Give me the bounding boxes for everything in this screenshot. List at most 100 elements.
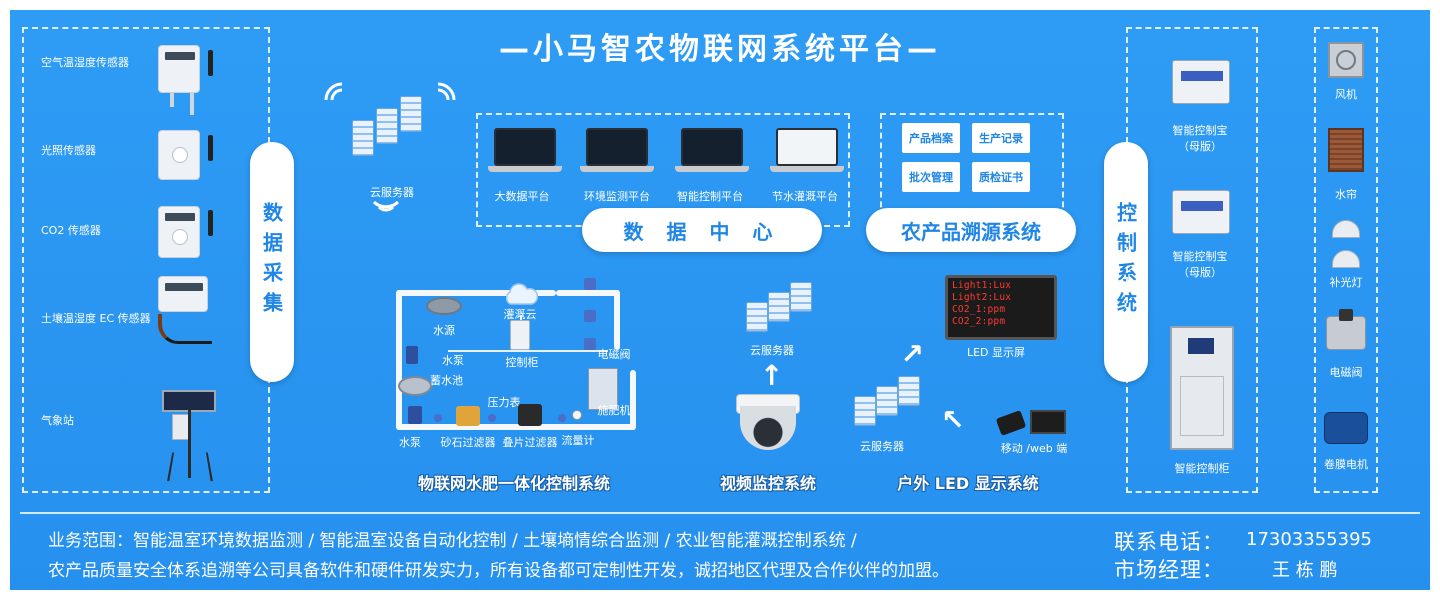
footer-divider <box>20 512 1420 514</box>
gauge-icon <box>488 414 496 422</box>
laptop-icon <box>580 128 654 174</box>
cloud-server-image <box>852 376 922 436</box>
arrow-up-left-icon: ↑ <box>933 399 974 440</box>
cloud-server-label: 云服务器 <box>750 344 794 357</box>
actuator-label: 补光灯 <box>1329 276 1363 289</box>
sensor-label-co2: CO2 传感器 <box>41 224 101 237</box>
dome-camera-image <box>740 406 796 450</box>
pipe <box>396 290 556 296</box>
laptop-icon <box>675 128 749 174</box>
data-center-pill: 数 据 中 心 <box>582 208 822 252</box>
arrow-up-right-icon: ↑ <box>892 333 933 374</box>
soil-probe-cable <box>158 314 212 344</box>
pump-icon <box>406 346 418 364</box>
traceability-tile: 生产记录 <box>972 123 1030 153</box>
irrigation-label: 水泵 <box>442 354 464 367</box>
pipe <box>614 290 620 350</box>
led-line: CO2_2:ppm <box>952 316 1006 327</box>
irrigation-label: 水泵 <box>399 436 421 449</box>
signal-line <box>448 350 608 352</box>
led-line: CO2_1:ppm <box>952 304 1006 315</box>
gauge-icon <box>558 414 566 422</box>
actuator-label: 电磁阀 <box>1329 366 1363 379</box>
diagram-canvas: —小马智农物联网系统平台— 空气温湿度传感器 光照传感器 CO2 传感器 土壤温… <box>10 10 1430 590</box>
disc-filter-image <box>518 404 542 426</box>
soil-sensor-image <box>158 276 208 312</box>
platform-label: 大数据平台 <box>494 190 550 203</box>
control-box-image <box>1172 190 1230 234</box>
film-motor-image <box>1324 412 1368 444</box>
irrigation-label: 控制柜 <box>505 356 539 369</box>
irrigation-label: 蓄水池 <box>430 374 463 387</box>
light-sensor-image <box>158 130 200 180</box>
fan-image <box>1328 42 1364 78</box>
cloud-server-label: 云服务器 <box>860 440 904 453</box>
wet-curtain-image <box>1328 128 1364 172</box>
solenoid-valve-icon <box>584 310 596 322</box>
irrigation-label: 流量计 <box>561 434 595 447</box>
control-device-label: 智能控制柜 <box>1174 462 1230 475</box>
manager-label: 市场经理： <box>1114 558 1224 582</box>
sensor-label-weather: 气象站 <box>41 414 74 427</box>
tripod <box>167 452 213 482</box>
solenoid-valve-image <box>1326 309 1366 350</box>
flowmeter-icon <box>572 410 582 420</box>
video-title: 视频监控系统 <box>719 474 817 493</box>
irrigation-label: 水源 <box>433 324 455 337</box>
wifi-icon <box>437 82 456 101</box>
wifi-icon <box>324 82 343 101</box>
air-sensor-image <box>158 45 200 93</box>
led-line: Light1:Lux <box>952 280 1012 291</box>
monitor-icon <box>1030 410 1066 434</box>
control-device-sub: （母版） <box>1178 140 1222 153</box>
gauge-icon <box>434 414 442 422</box>
control-box-image <box>1172 60 1230 104</box>
arrow-up-icon: ↑ <box>760 359 784 392</box>
solenoid-valve-icon <box>584 278 596 290</box>
irrigation-label: 灌溉云 <box>503 308 537 321</box>
page-title: —小马智农物联网系统平台— <box>499 32 941 67</box>
irrigation-label: 压力表 <box>487 396 521 409</box>
control-system-panel <box>1126 27 1258 493</box>
pipe <box>556 290 620 296</box>
client-label: 移动 /web 端 <box>1000 442 1068 455</box>
cloud-icon <box>505 283 538 305</box>
co2-sensor-image <box>158 206 200 258</box>
laptop-icon <box>770 128 844 174</box>
manager-name: 王 栋 鹏 <box>1272 560 1338 581</box>
traceability-tile: 批次管理 <box>902 162 960 192</box>
footer-business-line1: 业务范围：智能温室环境数据监测 / 智能温室设备自动化控制 / 土壤墒情综合监测… <box>48 531 857 551</box>
footer-business-line2: 农产品质量安全体系追溯等公司具备软件和硬件研发实力，所有设备都可定制性开发，诚招… <box>48 561 949 581</box>
water-source-image <box>426 297 462 315</box>
traceability-tile: 产品档案 <box>902 123 960 153</box>
phone-icon <box>995 410 1027 436</box>
phone-number: 17303355395 <box>1246 529 1372 550</box>
sensor-label-soil: 土壤温湿度 EC 传感器 <box>41 312 151 325</box>
control-device-sub: （母版） <box>1178 266 1222 279</box>
pump-icon <box>408 406 422 424</box>
solenoid-valve-icon <box>584 338 596 350</box>
sensor-label-light: 光照传感器 <box>41 144 96 157</box>
wifi-icon <box>372 200 400 212</box>
control-device-label: 智能控制宝 <box>1172 250 1228 263</box>
fertilizer-machine-image <box>588 368 618 410</box>
control-device-label: 智能控制宝 <box>1172 124 1228 137</box>
irrigation-label: 施肥机 <box>597 404 631 417</box>
control-cabinet-image <box>510 320 530 350</box>
weather-station-pole <box>188 408 191 478</box>
irrigation-label: 电磁阀 <box>597 348 631 361</box>
led-system-title: 户外 LED 显示系统 <box>897 474 1039 493</box>
probe <box>170 93 174 107</box>
antenna-icon <box>208 135 213 161</box>
sand-filter-image <box>456 406 480 426</box>
led-line: Light2:Lux <box>952 292 1012 303</box>
pipe <box>396 424 636 430</box>
laptop-icon <box>488 128 562 174</box>
platform-label: 节水灌溉平台 <box>772 190 838 203</box>
irrigation-label: 砂石过滤器 <box>440 436 496 449</box>
actuator-label: 风机 <box>1335 88 1357 101</box>
actuator-label: 水帘 <box>1335 188 1357 201</box>
actuator-label: 卷膜电机 <box>1324 458 1368 471</box>
antenna-icon <box>208 50 213 76</box>
led-screen-image: Light1:Lux Light2:Lux CO2_1:ppm CO2_2:pp… <box>945 275 1057 340</box>
